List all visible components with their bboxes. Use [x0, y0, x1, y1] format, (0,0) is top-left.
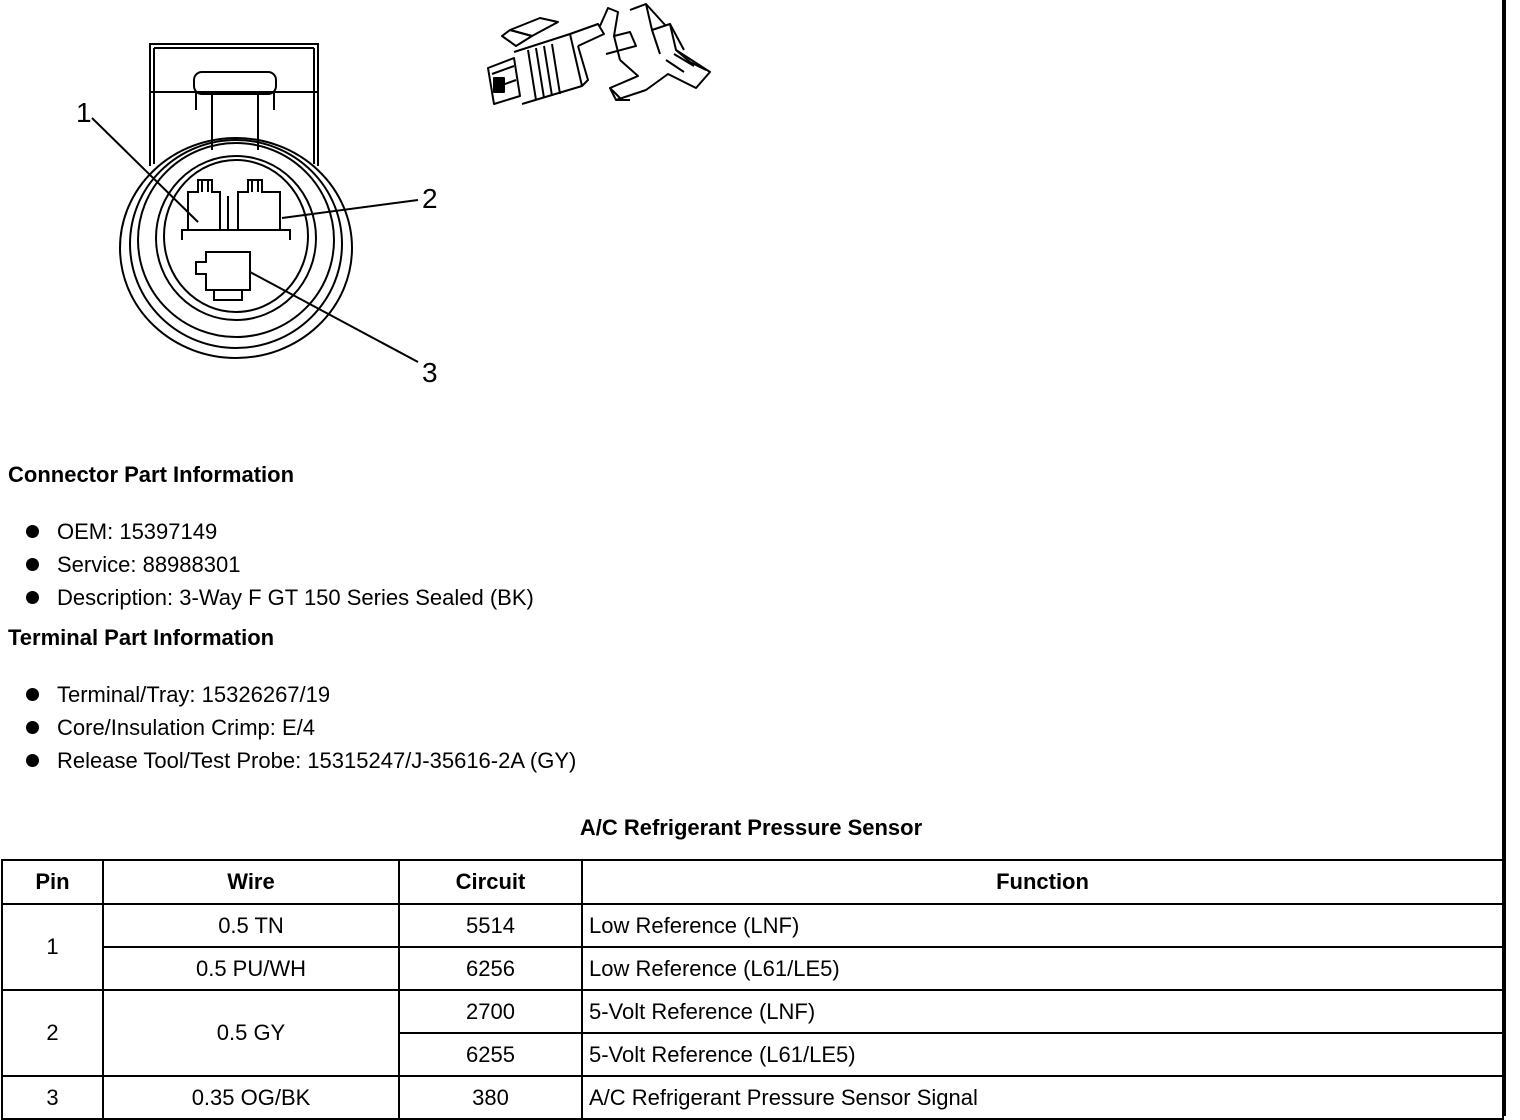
- cell-circuit: 5514: [398, 903, 583, 948]
- terminal-crimp: Core/Insulation Crimp: E/4: [57, 715, 315, 740]
- cell-function: Low Reference (LNF): [581, 903, 1504, 948]
- table-row: 6255 5-Volt Reference (L61/LE5): [2, 1032, 1504, 1077]
- pin-label-3: 3: [422, 357, 438, 388]
- cell-function: 5-Volt Reference (L61/LE5): [581, 1032, 1504, 1077]
- connector-service: Service: 88988301: [57, 552, 241, 577]
- pin-label-1: 1: [76, 97, 92, 128]
- table-row: 3 0.35 OG/BK 380 A/C Refrigerant Pressur…: [1, 1075, 1504, 1120]
- cell-pin: 1: [1, 903, 104, 991]
- table-title: A/C Refrigerant Pressure Sensor: [579, 815, 923, 840]
- bullet-icon: [26, 754, 39, 767]
- cell-function: Low Reference (L61/LE5): [581, 946, 1504, 991]
- list-item: OEM: 15397149: [24, 515, 534, 548]
- table-row: 2 0.5 GY 2700 5-Volt Reference (LNF): [1, 989, 1504, 1077]
- cell-function: 5-Volt Reference (LNF): [581, 989, 1504, 1034]
- bullet-icon: [26, 721, 39, 734]
- cell-circuit: 380: [398, 1075, 583, 1120]
- right-border-rule: [1502, 0, 1506, 1116]
- connector-info-list: OEM: 15397149 Service: 88988301 Descript…: [24, 515, 534, 614]
- terminal-tray: Terminal/Tray: 15326267/19: [57, 682, 331, 707]
- connector-isometric-drawing: [487, 3, 711, 105]
- list-item: Terminal/Tray: 15326267/19: [24, 678, 576, 711]
- connector-face-diagram: 1 2 3: [76, 43, 438, 388]
- list-item: Service: 88988301: [24, 548, 534, 581]
- terminal-release-tool: Release Tool/Test Probe: 15315247/J-3561…: [57, 748, 577, 773]
- cell-pin: 2: [1, 989, 104, 1077]
- connector-description: Description: 3-Way F GT 150 Series Seale…: [57, 585, 534, 610]
- cell-wire: 0.5 TN: [102, 903, 400, 948]
- table-header-row: Pin Wire Circuit Function: [1, 859, 1504, 905]
- bullet-icon: [26, 688, 39, 701]
- header-wire: Wire: [102, 859, 400, 905]
- cell-circuit: 6256: [398, 946, 583, 991]
- bullet-icon: [26, 591, 39, 604]
- bullet-icon: [26, 525, 39, 538]
- cell-circuit: 2700: [398, 989, 583, 1034]
- bullet-icon: [26, 558, 39, 571]
- connector-info-heading: Connector Part Information: [8, 462, 295, 487]
- connector-oem: OEM: 15397149: [57, 519, 218, 544]
- cell-function: A/C Refrigerant Pressure Sensor Signal: [581, 1075, 1504, 1120]
- header-circuit: Circuit: [398, 859, 583, 905]
- terminal-info-list: Terminal/Tray: 15326267/19 Core/Insulati…: [24, 678, 576, 777]
- list-item: Description: 3-Way F GT 150 Series Seale…: [24, 581, 534, 614]
- pinout-table: Pin Wire Circuit Function 1 0.5 TN 5514 …: [1, 859, 1504, 1120]
- header-pin: Pin: [1, 859, 104, 905]
- list-item: Release Tool/Test Probe: 15315247/J-3561…: [24, 744, 576, 777]
- pin-label-2: 2: [422, 183, 438, 214]
- table-row: 1 0.5 TN 5514 Low Reference (LNF): [1, 903, 1504, 991]
- cell-wire: 0.5 PU/WH: [102, 946, 400, 991]
- header-function: Function: [581, 859, 1504, 905]
- list-item: Core/Insulation Crimp: E/4: [24, 711, 576, 744]
- terminal-info-heading: Terminal Part Information: [8, 625, 275, 650]
- cell-pin: 3: [1, 1075, 104, 1120]
- cell-wire: 0.35 OG/BK: [102, 1075, 400, 1120]
- cell-circuit: 6255: [398, 1032, 583, 1077]
- table-row: 0.5 PU/WH 6256 Low Reference (L61/LE5): [2, 946, 1504, 991]
- cell-wire: 0.5 GY: [102, 989, 400, 1077]
